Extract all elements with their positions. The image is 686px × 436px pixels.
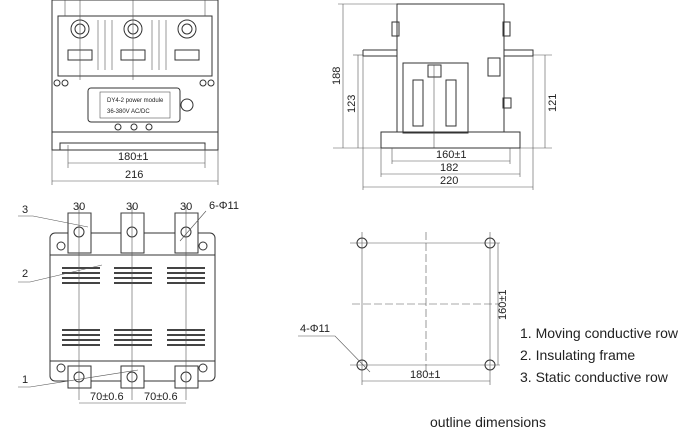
legend-item-2: 2. Insulating frame (520, 347, 636, 363)
module-label-1: DY4-2 power module (107, 98, 164, 104)
side-view: 188 123 121 160±1 182 220 (331, 3, 559, 190)
side-dim-height-left: 123 (346, 95, 358, 113)
power-module (87, 87, 181, 123)
terminal-width-1: 30 (73, 201, 85, 213)
legend-item-1: 1. Moving conductive row (520, 325, 678, 341)
mounting-view: 180±1 160±1 4-Φ11 (298, 232, 509, 385)
front-view: DY4-2 power module 36-380V AC/DC 180±1 2… (51, 0, 219, 185)
vent-slots (62, 267, 205, 346)
hole-spec: 6-Φ11 (209, 200, 239, 212)
terminal-width-2: 30 (126, 201, 138, 213)
callout-2: 2 (22, 268, 28, 280)
mounting-hole (484, 237, 496, 249)
side-dim-base: 182 (440, 162, 458, 174)
legend-item-3: 3. Static conductive row (520, 369, 668, 385)
mounting-hole (356, 359, 368, 371)
side-dim-height-total: 188 (331, 67, 343, 85)
mounting-hole (484, 359, 496, 371)
pitch-2: 70±0.6 (144, 391, 178, 403)
top-view: 30 30 30 6-Φ11 3 2 1 70±0.6 70±0.6 (18, 200, 239, 404)
mounting-hole (356, 237, 368, 249)
pitch-1: 70±0.6 (90, 391, 124, 403)
callout-3: 3 (22, 204, 28, 216)
terminal-width-3: 30 (180, 201, 192, 213)
module-label-2: 36-380V AC/DC (107, 109, 150, 115)
callout-1: 1 (22, 374, 28, 386)
mount-hole-spec: 4-Φ11 (300, 323, 330, 335)
front-dim-mount: 180±1 (118, 151, 149, 163)
mount-dim-horizontal: 180±1 (410, 369, 441, 381)
side-dim-height-right: 121 (547, 94, 559, 112)
drawing-title: outline dimensions (430, 414, 546, 430)
front-dim-width: 216 (125, 169, 143, 181)
side-dim-mount: 160±1 (436, 149, 467, 161)
mount-dim-vertical: 160±1 (497, 289, 509, 320)
terminal-screws (67, 0, 200, 80)
side-dim-width: 220 (440, 175, 458, 187)
